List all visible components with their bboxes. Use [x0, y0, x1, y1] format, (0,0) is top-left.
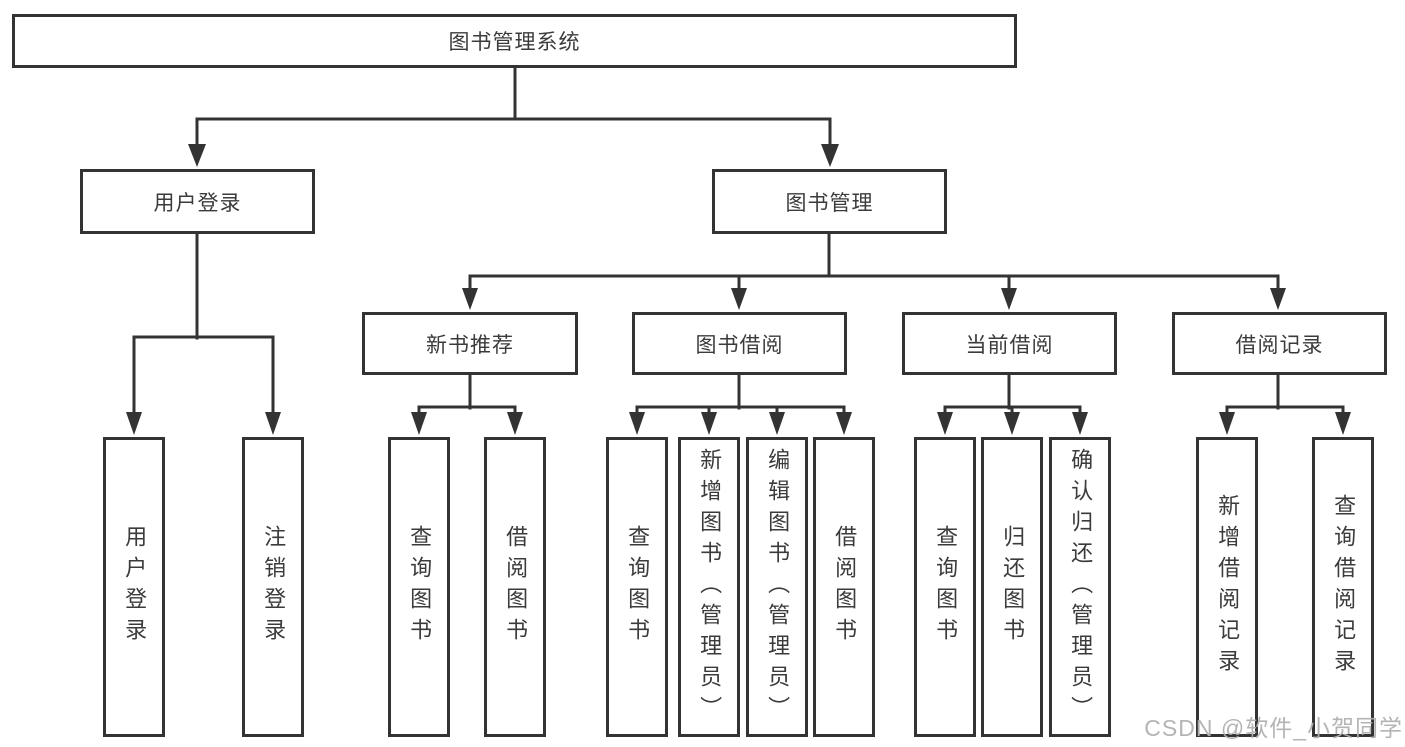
- leaf-query-books-recommend: 查询图书: [388, 437, 450, 737]
- leaf-add-book-admin: 新增图书（管理员）: [678, 437, 740, 737]
- leaf-return-book: 归还图书: [981, 437, 1043, 737]
- arrowhead-icon: [188, 144, 206, 167]
- leaf-query-borrow-record: 查询借阅记录: [1312, 437, 1374, 737]
- leaf-logout: 注销登录: [242, 437, 304, 737]
- node-user-login: 用户登录: [80, 169, 315, 234]
- node-new-book-recommend: 新书推荐: [362, 312, 578, 375]
- node-book-borrow: 图书借阅: [632, 312, 847, 375]
- leaf-edit-book-admin: 编辑图书（管理员）: [746, 437, 808, 737]
- arrowhead-icon: [462, 288, 478, 310]
- leaf-query-books-current: 查询图书: [914, 437, 976, 737]
- arrowhead-icon: [1335, 412, 1351, 435]
- arrowhead-icon: [731, 288, 747, 310]
- leaf-borrow-books-recommend: 借阅图书: [484, 437, 546, 737]
- node-current-borrow: 当前借阅: [902, 312, 1117, 375]
- arrowhead-icon: [1072, 412, 1088, 435]
- arrowhead-icon: [126, 412, 142, 435]
- leaf-user-login: 用户登录: [103, 437, 165, 737]
- arrowhead-icon: [836, 412, 852, 435]
- leaf-query-books-borrow: 查询图书: [606, 437, 668, 737]
- arrowhead-icon: [411, 412, 427, 435]
- arrowhead-icon: [1219, 412, 1235, 435]
- leaf-confirm-return-admin: 确认归还（管理员）: [1049, 437, 1111, 737]
- leaf-add-borrow-record: 新增借阅记录: [1196, 437, 1258, 737]
- arrowhead-icon: [937, 412, 953, 435]
- leaf-borrow-books: 借阅图书: [813, 437, 875, 737]
- arrowhead-icon: [1004, 412, 1020, 435]
- arrowhead-icon: [1001, 288, 1017, 310]
- arrowhead-icon: [265, 412, 281, 435]
- arrowhead-icon: [701, 412, 717, 435]
- node-root: 图书管理系统: [12, 14, 1017, 68]
- node-borrow-records: 借阅记录: [1172, 312, 1387, 375]
- node-book-management: 图书管理: [712, 169, 947, 234]
- arrowhead-icon: [507, 412, 523, 435]
- arrowhead-icon: [769, 412, 785, 435]
- csdn-watermark: CSDN @软件_小贺同学: [1144, 715, 1403, 741]
- arrowhead-icon: [821, 144, 839, 167]
- arrowhead-icon: [629, 412, 645, 435]
- arrowhead-icon: [1270, 288, 1286, 310]
